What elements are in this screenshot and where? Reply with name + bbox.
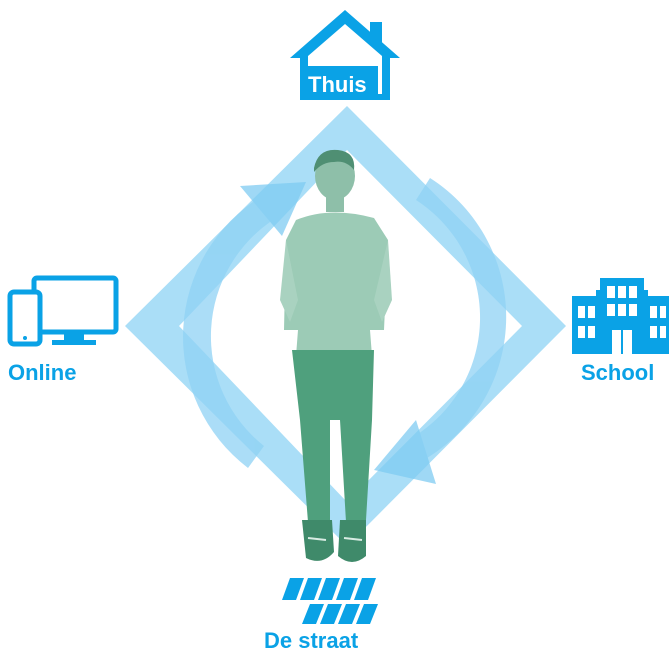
house-icon bbox=[290, 10, 400, 100]
arrow-left-head bbox=[240, 182, 306, 236]
school-building-icon bbox=[572, 278, 669, 354]
paving-tiles-icon bbox=[282, 578, 378, 624]
arrow-left-arc bbox=[183, 196, 276, 468]
node-label-thuis: Thuis bbox=[308, 72, 367, 97]
person-figure bbox=[280, 149, 392, 562]
arrow-right-arc bbox=[408, 178, 507, 462]
arrow-right-head bbox=[374, 420, 436, 484]
cycle-arrows bbox=[183, 178, 507, 484]
devices-icon bbox=[7, 275, 119, 347]
node-label-school: School bbox=[581, 360, 655, 385]
node-label-online: Online bbox=[8, 360, 77, 385]
node-label-de-straat: De straat bbox=[264, 628, 359, 653]
